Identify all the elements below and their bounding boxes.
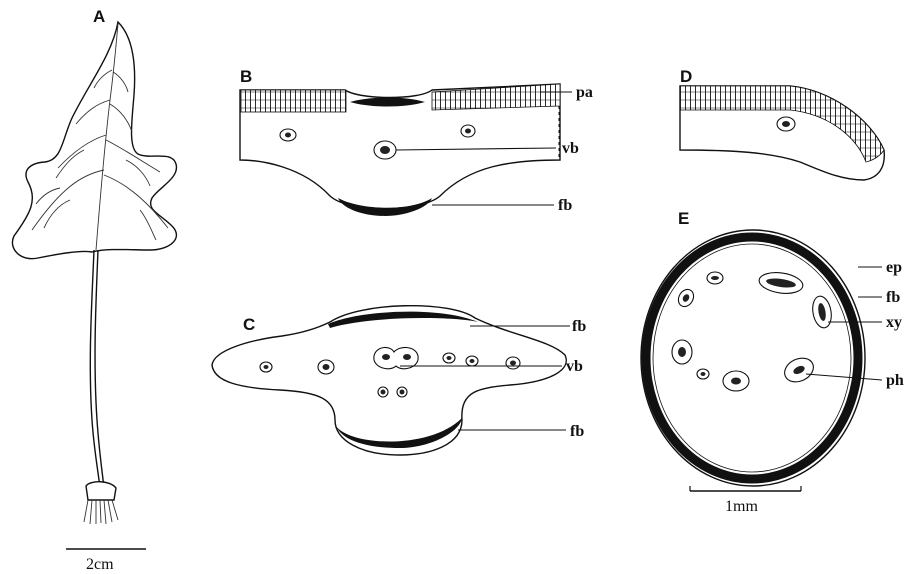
panel-e: E ep fb xy ph 1mm (641, 209, 904, 515)
palisade-right (432, 84, 560, 110)
scale-label-a: 2cm (86, 556, 114, 573)
panel-c: C fb vb fb (212, 306, 586, 455)
label-ep: ep (886, 259, 902, 276)
label-ph: ph (886, 372, 904, 389)
petiole (90, 250, 104, 488)
palisade-left (241, 90, 346, 112)
label-xy: xy (886, 314, 902, 331)
scale-label-e: 1mm (725, 498, 758, 515)
label-fb-e: fb (886, 289, 900, 306)
panel-d-letter: D (680, 67, 692, 86)
panel-c-letter: C (243, 315, 255, 334)
label-pa: pa (576, 84, 593, 101)
vascular-bundle-d (777, 117, 795, 131)
panel-b: B pa vb fb (240, 67, 593, 216)
section-c-outline (212, 306, 566, 455)
label-fb-b: fb (558, 197, 572, 214)
panel-a-letter: A (93, 7, 105, 26)
panel-b-letter: B (240, 67, 252, 86)
label-fb-c-bottom: fb (570, 423, 584, 440)
panel-d: D (680, 67, 884, 180)
label-vb-c: vb (566, 358, 583, 375)
panel-e-letter: E (678, 209, 689, 228)
label-vb-b: vb (562, 140, 579, 157)
label-fb-c-top: fb (572, 318, 586, 335)
panel-a: A 2cm (12, 7, 176, 573)
root-base (84, 482, 118, 524)
